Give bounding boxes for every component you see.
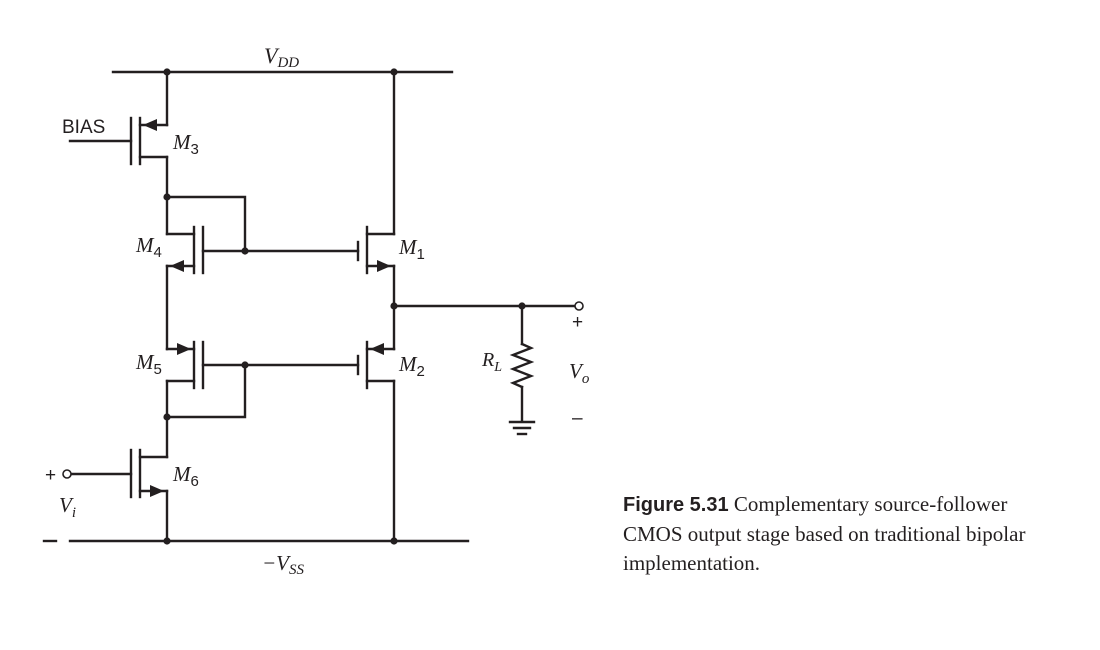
vdd-label: VDD xyxy=(264,43,299,71)
output-terminal xyxy=(574,301,584,311)
label-vo: Vo xyxy=(569,359,590,387)
label-m4: M4 xyxy=(135,233,162,261)
output-minus-label: – xyxy=(572,408,583,429)
label-rl: RL xyxy=(481,349,502,375)
label-m6: M6 xyxy=(172,462,199,490)
transistor-m6 xyxy=(70,448,169,499)
figure-caption: Figure 5.31 Complementary source-followe… xyxy=(623,490,1043,578)
figure-label: Figure 5.31 xyxy=(623,494,729,516)
vss-label: −VSS xyxy=(262,551,305,578)
junction-dots xyxy=(163,68,526,545)
output-plus-label: + xyxy=(572,312,583,333)
label-m1: M1 xyxy=(398,235,425,263)
input-plus-label: + xyxy=(45,465,56,486)
label-m3: M3 xyxy=(172,130,199,158)
label-m2: M2 xyxy=(398,352,425,380)
transistor-m4 xyxy=(165,195,247,275)
transistor-m3 xyxy=(68,116,169,166)
figure-caption-text: Complementary source-follower CMOS outpu… xyxy=(623,492,1026,575)
transistor-m5 xyxy=(165,340,247,419)
label-m5: M5 xyxy=(135,350,162,378)
label-vi: Vi xyxy=(59,493,76,521)
bias-label: BIAS xyxy=(62,117,105,138)
resistor-rl xyxy=(509,304,535,422)
transistor-m1 xyxy=(356,225,396,275)
input-terminal xyxy=(62,469,72,479)
ground-icon xyxy=(508,420,536,436)
transistor-m2 xyxy=(356,340,396,390)
